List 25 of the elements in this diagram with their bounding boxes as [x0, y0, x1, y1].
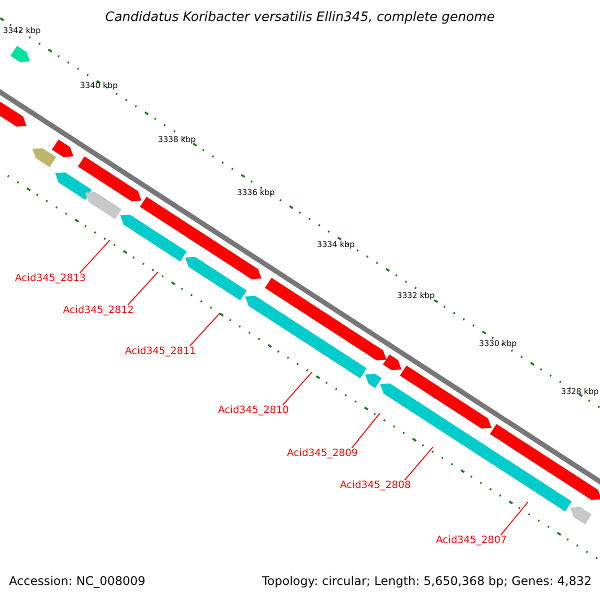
leader-line	[189, 312, 220, 346]
scale-label: 3334 kbp	[317, 240, 355, 249]
scale-label: 3342 kbp	[3, 26, 41, 35]
genome-title: Candidatus Koribacter versatilis Ellin345, complete genome	[104, 10, 496, 25]
leader-line	[500, 502, 528, 536]
gene-label: Acid345_2812	[63, 305, 134, 316]
gene-label: Acid345_2813	[15, 273, 86, 284]
gene-label: Acid345_2811	[125, 346, 196, 357]
leader-line	[127, 272, 158, 306]
footer-text: Topology: circular; Length: 5,650,368 bp; Genes: 4,832	[262, 574, 592, 588]
gene-label: Acid345_2808	[340, 480, 411, 491]
gene-label: Acid345_2809	[287, 448, 358, 459]
scale-label: 3330 kbp	[479, 339, 517, 348]
scale-label: 3328 kbp	[561, 387, 599, 396]
footer-text: Accession: NC_008009	[9, 574, 146, 588]
leader-line	[79, 240, 110, 274]
scale-label: 3340 kbp	[80, 81, 118, 90]
leader-line	[282, 372, 312, 406]
gene-label: Acid345_2807	[436, 535, 507, 546]
leader-line	[351, 412, 380, 448]
scale-label: 3338 kbp	[158, 135, 196, 144]
scale-label: 3332 kbp	[397, 291, 435, 300]
scale-label: 3336 kbp	[237, 188, 275, 197]
gene-label: Acid345_2810	[218, 405, 289, 416]
leader-line	[404, 446, 434, 480]
